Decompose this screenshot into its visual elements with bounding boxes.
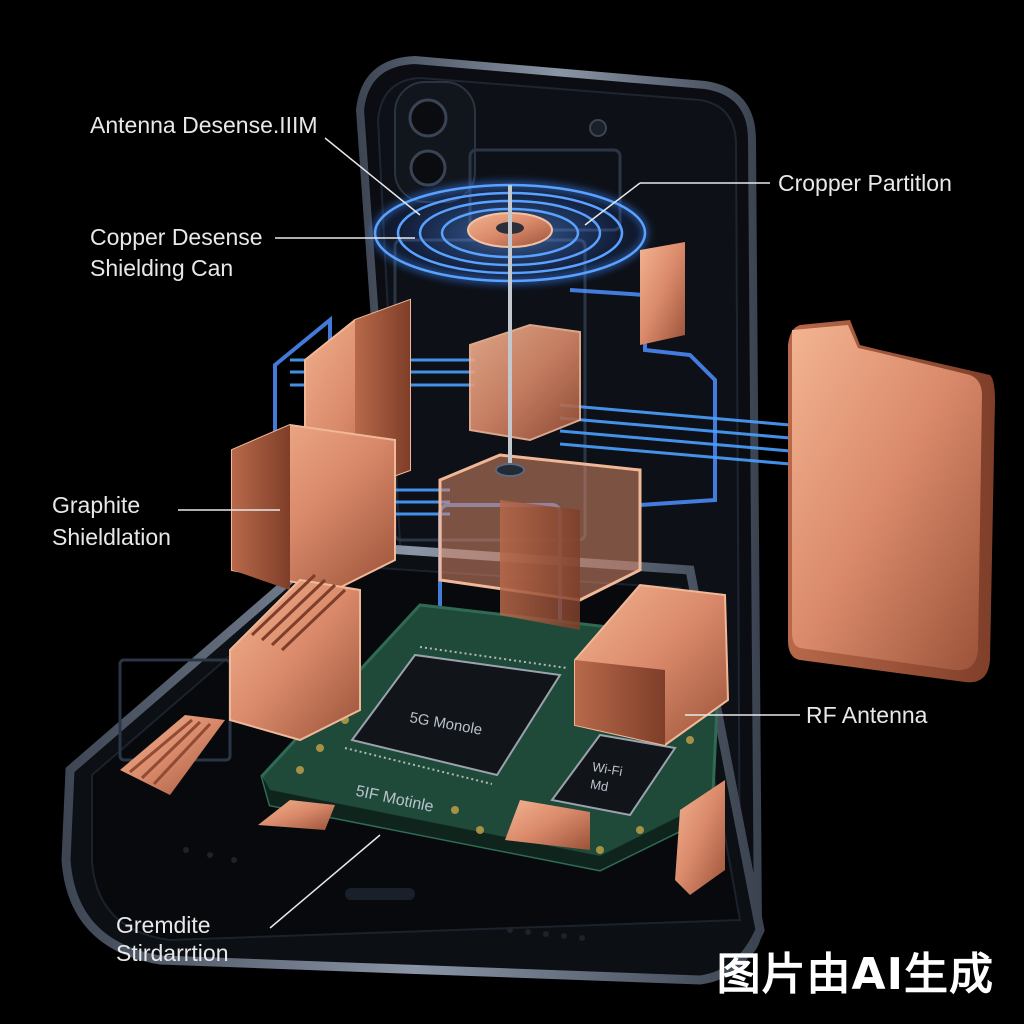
chip-5g-module: 5G Monole <box>344 646 568 785</box>
camera-lens-icon <box>408 98 448 138</box>
camera-lens-icon <box>409 149 447 187</box>
chip-wifi-label-2: Md <box>589 776 609 794</box>
callout-leader-lines <box>178 137 800 929</box>
label-copper-desense-line2: Shielding Can <box>90 255 234 281</box>
usb-port-icon <box>345 888 415 900</box>
label-rf-antenna: RF Antenna <box>806 702 928 728</box>
label-copper-desense-line1: Copper Desense <box>90 224 263 250</box>
copper-partition-plate <box>788 320 995 683</box>
ai-generated-watermark: 图片由AI生成 <box>716 949 994 1000</box>
label-gremdite-line1: Gremdite <box>116 912 211 938</box>
antenna-mast <box>495 185 525 477</box>
label-cropper-partition: Cropper Partitlon <box>778 170 952 196</box>
label-gremdite-line2: Stirdarrtion <box>116 940 229 966</box>
speaker-grille <box>183 847 585 941</box>
chip-wifi-label-1: Wi-Fi <box>591 759 624 779</box>
chip-wifi-module: Wi-Fi Md <box>550 733 677 817</box>
flash-icon <box>589 119 607 137</box>
label-graphite-line1: Graphite <box>52 492 141 518</box>
label-antenna-desense: Antenna Desense.IIIM <box>90 112 318 138</box>
copper-shielding-cans <box>120 242 730 895</box>
label-graphite-line2: Shieldlation <box>52 524 171 550</box>
